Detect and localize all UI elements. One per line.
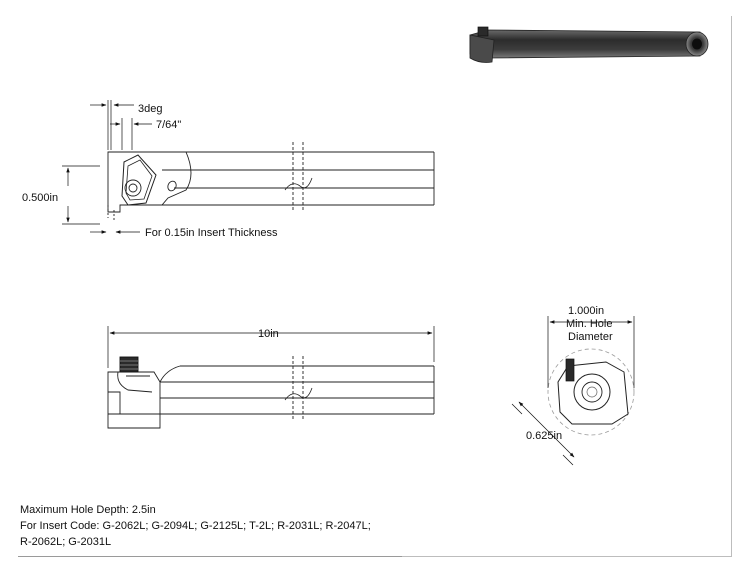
edge-offset-dimension-label: 7/64" — [156, 119, 181, 131]
shank-diameter-label: 0.625in — [526, 430, 562, 442]
iso-boring-bar-render — [469, 26, 709, 63]
min-hole-label-line1: 1.000in — [568, 305, 604, 317]
max-hole-depth-note: Maximum Hole Depth: 2.5in — [20, 504, 156, 516]
notes-divider — [18, 556, 402, 557]
end-view — [547, 348, 635, 436]
insert-thickness-note: For 0.15in Insert Thickness — [145, 227, 278, 239]
insert-codes-note-line2: R-2062L; G-2031L — [20, 536, 112, 548]
top-view-dimensions — [62, 100, 152, 234]
min-hole-label-line2: Min. Hole — [566, 318, 612, 330]
height-dimension-label: 0.500in — [22, 192, 58, 204]
length-dimension — [107, 326, 435, 368]
end-view-dimensions — [511, 316, 635, 466]
side-view — [107, 356, 435, 429]
notes-block: Maximum Hole Depth: 2.5in For Insert Cod… — [20, 502, 410, 550]
length-dimension-label: 10in — [258, 328, 279, 340]
angle-dimension-label: 3deg — [138, 103, 162, 115]
top-view — [107, 142, 435, 222]
min-hole-label-line3: Diameter — [568, 331, 613, 343]
insert-codes-note-line1: For Insert Code: G-2062L; G-2094L; G-212… — [20, 520, 371, 532]
